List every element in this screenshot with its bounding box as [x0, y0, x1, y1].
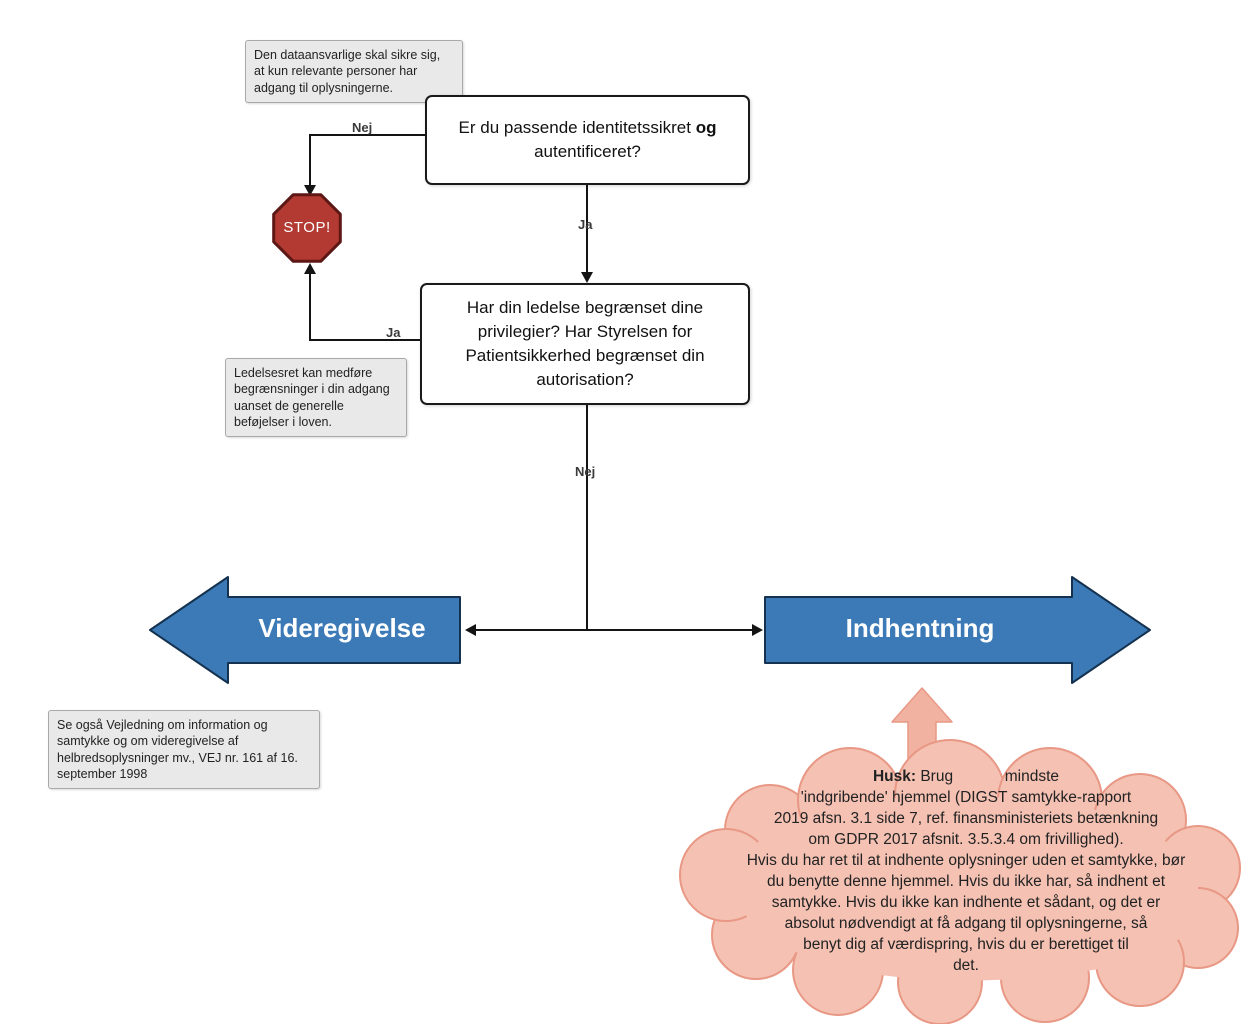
edge-label-nej-1: Nej: [352, 120, 373, 135]
cloud-line: 2019 afsn. 3.1 side 7, ref. finansminist…: [773, 810, 1159, 827]
cloud-line: 'indgribende' hjemmel (DIGST samtykke-ra…: [800, 789, 1132, 806]
stop-sign-octagon: [272, 193, 342, 263]
decision-box-identity: Er du passende identitetssikret og auten…: [425, 95, 750, 185]
edge-label-ja-1: Ja: [578, 217, 593, 232]
cloud-line: det.: [953, 957, 979, 974]
note-vejledning: Se også Vejledning om information og sam…: [48, 710, 320, 789]
arrowhead-left: [465, 624, 476, 636]
cloud-shape: [679, 739, 1241, 1024]
right-branch-label: Indhentning: [845, 613, 995, 643]
decision-box-privileges: Har din ledelse begrænset dine privilegi…: [420, 283, 750, 405]
cloud-line: du benytte denne hjemmel. Hvis du ikke h…: [766, 873, 1166, 890]
decision-identity-text: Er du passende identitetssikret og auten…: [458, 118, 717, 161]
left-branch-arrow-shape: [149, 576, 461, 684]
left-branch-label: Videregivelse: [258, 613, 426, 643]
arrowhead-down-box2: [581, 272, 593, 283]
right-branch-arrow-shape: [764, 576, 1151, 684]
cloud-line-1: Husk: Brug mindste: [872, 768, 1060, 785]
cloud-line: benyt dig af værdispring, hvis du er ber…: [803, 936, 1129, 953]
cloud-note: Husk: Brug mindste 'indgribende' hjemmel…: [708, 766, 1224, 976]
edge-label-ja-2: Ja: [386, 325, 401, 340]
cloud-line: om GDPR 2017 afsnit. 3.5.3.4 om frivilli…: [808, 831, 1124, 848]
connector-arrowheads: [304, 185, 763, 636]
arrowhead-up-stop: [304, 263, 316, 274]
connector-lines: [309, 134, 758, 631]
connector-ja-to-stop: [309, 270, 420, 341]
note-ledelsesret: Ledelsesret kan medføre begrænsninger i …: [225, 358, 407, 437]
connector-nej-to-stop: [309, 134, 425, 188]
arrowhead-down-stop: [304, 185, 316, 196]
note-dataansvarlige: Den dataansvarlige skal sikre sig, at ku…: [245, 40, 463, 103]
cloud-line: absolut nødvendigt at få adgang til oply…: [784, 915, 1148, 932]
cloud-line: samtykke. Hvis du ikke kan indhente et s…: [771, 894, 1161, 911]
stop-sign-label: STOP!: [283, 219, 331, 236]
cloud-line: Hvis du har ret til at indhente oplysnin…: [746, 852, 1186, 869]
edge-label-nej-2: Nej: [575, 464, 596, 479]
arrowhead-right: [752, 624, 763, 636]
